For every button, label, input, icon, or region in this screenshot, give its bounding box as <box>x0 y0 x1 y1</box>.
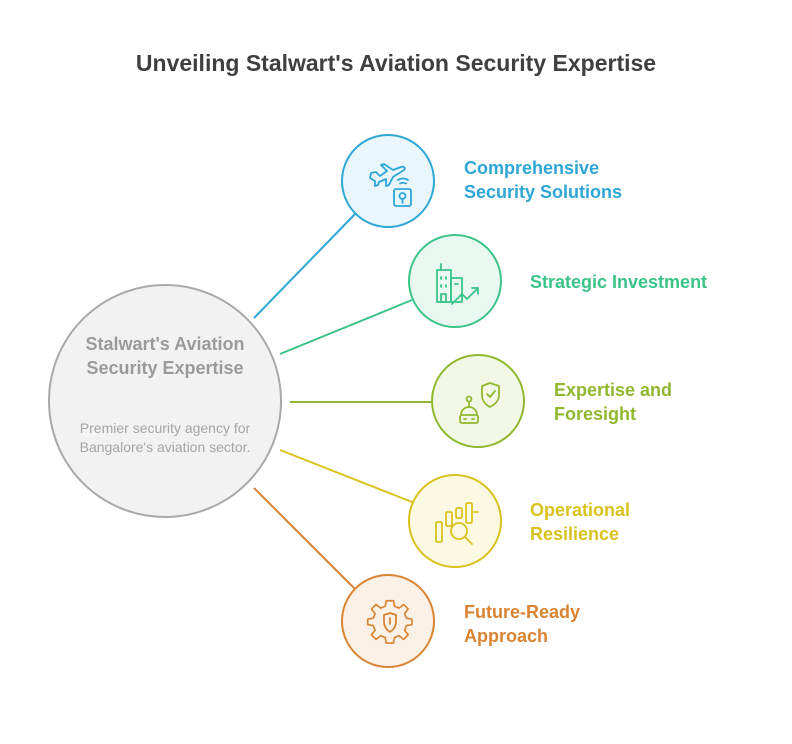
node-label-operational-resilience: Operational Resilience <box>530 500 631 544</box>
node-strategic-investment <box>408 234 502 328</box>
node-label-strategic-investment: Strategic Investment <box>530 272 708 292</box>
connector-line-1 <box>253 211 358 319</box>
node-comprehensive-security <box>341 134 435 228</box>
node-label-future-ready: Future-Ready Approach <box>464 602 581 646</box>
node-expertise-foresight <box>431 354 525 448</box>
robot-shield-icon <box>459 382 500 424</box>
chart-magnifier-icon <box>435 502 479 545</box>
node-label-expertise-foresight: Expertise and Foresight <box>554 380 673 424</box>
connector-line-4 <box>279 449 413 503</box>
node-future-ready <box>341 574 435 668</box>
connector-line-5 <box>253 487 357 591</box>
node-label-comprehensive-security: Comprehensive Security Solutions <box>464 158 623 202</box>
building-growth-icon <box>436 263 479 305</box>
page-title: Unveiling Stalwart's Aviation Security E… <box>135 50 657 76</box>
hub-description: Premier security agency for Bangalore's … <box>79 420 251 455</box>
connector-line-2 <box>279 299 413 355</box>
airplane-security-icon <box>369 163 412 207</box>
central-hub: Stalwart's Aviation Security Expertise P… <box>48 284 282 518</box>
node-operational-resilience <box>408 474 502 568</box>
gear-shield-icon <box>366 599 413 644</box>
hub-title: Stalwart's Aviation Security Expertise <box>85 334 245 378</box>
